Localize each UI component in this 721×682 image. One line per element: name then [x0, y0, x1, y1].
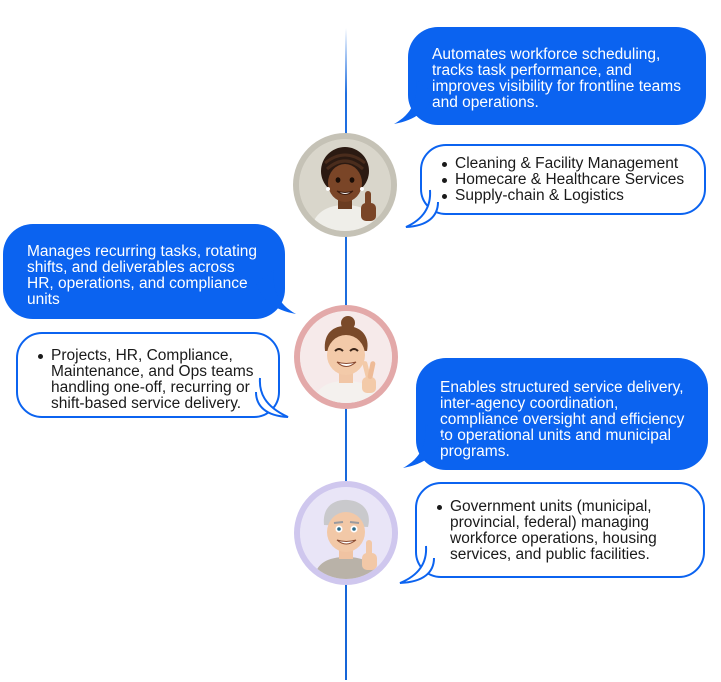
bullet-list-2: Projects, HR, Compliance, Maintenance, a…: [37, 348, 264, 412]
bubble-tail-5: [403, 424, 443, 468]
bullet-item: Homecare & Healthcare Services: [441, 172, 688, 188]
bullet-item: Government units (municipal, provincial,…: [436, 499, 689, 563]
bullet-item: Cleaning & Facility Management: [441, 156, 688, 172]
bullet-item: Supply-chain & Logistics: [441, 188, 688, 204]
bullet-list-1: Cleaning & Facility Management Homecare …: [441, 156, 688, 204]
bubble-tail-6: [399, 545, 435, 584]
avatar-1: [293, 133, 397, 237]
bullet-list-3: Government units (municipal, provincial,…: [436, 499, 689, 563]
avatar-3: [294, 481, 398, 585]
bullets-bubble-2: Projects, HR, Compliance, Maintenance, a…: [16, 332, 280, 418]
description-bubble-1: Automates workforce scheduling, tracks t…: [408, 27, 706, 125]
description-text-1: Automates workforce scheduling, tracks t…: [432, 46, 681, 111]
description-text-3: Enables structured service delivery, int…: [440, 379, 685, 460]
man-crossed-fingers-avatar-icon: [300, 311, 392, 403]
bubble-tail-1: [394, 80, 434, 124]
avatar-2: [294, 305, 398, 409]
bubble-tail-4: [255, 377, 289, 418]
bubble-tail-2: [405, 189, 439, 228]
bullets-bubble-1: Cleaning & Facility Management Homecare …: [420, 144, 706, 215]
bullet-item: Projects, HR, Compliance, Maintenance, a…: [37, 348, 264, 412]
description-bubble-2: Manages recurring tasks, rotating shifts…: [3, 224, 285, 319]
description-text-2: Manages recurring tasks, rotating shifts…: [27, 243, 258, 308]
bullets-bubble-3: Government units (municipal, provincial,…: [415, 482, 705, 578]
older-man-thumbs-up-avatar-icon: [300, 487, 392, 579]
description-bubble-3: Enables structured service delivery, int…: [416, 358, 708, 470]
woman-thumbs-up-avatar-icon: [299, 139, 391, 231]
bubble-tail-3: [256, 270, 296, 314]
